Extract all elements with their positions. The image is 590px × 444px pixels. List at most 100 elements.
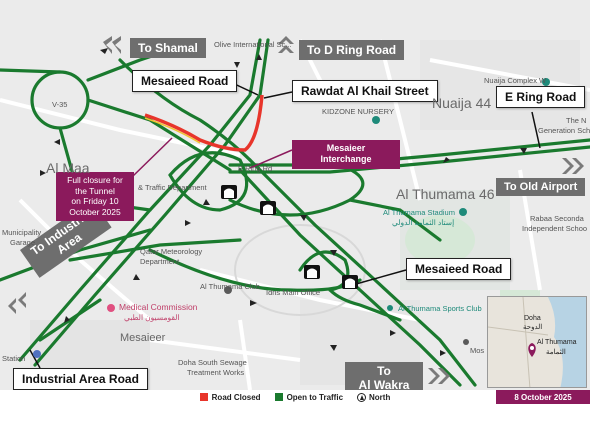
medical-label: Medical Commission — [119, 302, 198, 312]
traffic-dept-label: & Traffic Department — [138, 183, 207, 192]
closed-road-edge — [144, 117, 201, 144]
chevron-icon — [18, 292, 26, 308]
to-al-wakra-line2: Al Wakra — [358, 378, 410, 393]
inset-sea — [548, 297, 586, 387]
pointer-e-ring — [531, 111, 541, 149]
chevron-icon — [112, 36, 121, 54]
sports-pin-icon — [387, 305, 393, 311]
date-bar: 8 October 2025 — [496, 390, 590, 404]
medical-pin-icon — [107, 304, 115, 312]
thumama-club-label: Al Thumama Club — [200, 282, 260, 291]
arrow-icon — [100, 48, 108, 54]
club-pin-icon — [224, 286, 232, 294]
pointer-interchange — [249, 149, 293, 169]
mesaieed-road-sw-2 — [33, 38, 270, 367]
v35-label: V-35 — [52, 100, 68, 109]
inset-svg — [488, 297, 586, 387]
inset-thumama-ar: الثمامة — [546, 349, 566, 356]
pointer-lines — [29, 79, 541, 369]
stadium-ar-label: إستاد الثمامة الدولي — [392, 218, 455, 227]
arrow-icon — [330, 345, 337, 351]
municipality-line2: Garage — [10, 238, 36, 247]
olive-label: Olive International Sc... — [214, 40, 292, 49]
chevron-icon — [278, 45, 294, 53]
chevrons — [8, 36, 584, 384]
tunnel-icon — [342, 275, 358, 289]
chevron-icon — [278, 36, 294, 44]
street-1 — [0, 98, 241, 157]
legend-closed: Road Closed — [199, 392, 261, 402]
tunnel-icon — [260, 201, 276, 215]
nuaija-complex-label: Nuaija Complex W — [484, 76, 547, 85]
rawdat-callout: Rawdat Al Khail Street — [292, 80, 438, 102]
generation-label: Generation School — [538, 126, 590, 135]
inset-road — [522, 297, 531, 387]
arrow-icon — [64, 316, 70, 323]
chevron-icon — [562, 158, 574, 174]
chevron-icon — [103, 36, 112, 54]
tunnel-icon — [304, 265, 320, 279]
to-shamal-box: To Shamal — [130, 38, 206, 58]
the-n-label: The N — [566, 116, 587, 125]
arrow-icon — [440, 350, 446, 356]
school-pin-icon — [372, 116, 380, 124]
arrow-icon — [40, 170, 46, 176]
closure-line1: Full closure for the Tunnel — [67, 175, 123, 196]
to-d-ring-box: To D Ring Road — [299, 40, 405, 60]
sports-club-label: Al Thumama Sports Club — [398, 304, 482, 313]
west-link — [68, 238, 242, 262]
arrow-icon — [185, 220, 191, 226]
stadium-pin-icon — [459, 208, 467, 216]
interchange-line1: Mesaieer — [326, 143, 366, 153]
e-ring-callout: E Ring Road — [496, 86, 586, 108]
legend-closed-label: Road Closed — [211, 392, 261, 402]
meteorology-line2: Department — [140, 257, 180, 266]
chevron-icon — [572, 158, 584, 174]
rabaa-line1: Rabaa Seconda — [530, 214, 584, 223]
al-maa-label: Al Maa — [46, 160, 90, 176]
legend-north-label: North — [369, 392, 391, 402]
mesaieed-road-right-callout: Mesaieed Road — [406, 258, 512, 280]
open-swatch-icon — [274, 393, 283, 401]
arrow-icon — [330, 250, 337, 256]
street-8 — [149, 338, 301, 362]
legend: Road Closed Open to Traffic North — [0, 390, 590, 404]
school-pin-icon — [542, 78, 550, 86]
inset-thumama: Al Thumama — [537, 339, 577, 346]
north-arrow-icon — [357, 392, 367, 402]
industrial-area-road-callout: Industrial Area Road — [13, 368, 148, 390]
east-connector — [348, 198, 442, 242]
street-3 — [429, 58, 590, 92]
legend-open: Open to Traffic — [274, 393, 343, 402]
tunnel-loop — [298, 250, 350, 292]
inset-doha-ar: الدوحة — [523, 324, 543, 331]
to-old-airport-box: To Old Airport — [496, 178, 586, 196]
chevron-icon — [428, 368, 440, 384]
street-2 — [378, 39, 422, 201]
meteorology-line1: Qatar Meteorology — [140, 247, 203, 256]
medical-ar-label: القومسيون الطبي — [124, 313, 180, 322]
municipality-line1: Municipality — [2, 228, 42, 237]
sewage-line1: Doha South Sewage — [178, 358, 247, 367]
arrow-icon — [390, 330, 396, 336]
central-loop-1 — [168, 151, 249, 212]
mos-label: Mos — [470, 346, 485, 355]
arrow-icon — [300, 215, 307, 221]
kidzone-label: KIDZONE NURSERY — [322, 107, 394, 116]
nw-link-1 — [0, 68, 62, 74]
arrow-icon — [133, 274, 140, 280]
industrial-link — [0, 228, 152, 282]
interchange-line2: Interchange — [320, 154, 372, 165]
tunnel-icons — [221, 185, 358, 289]
arrow-icon — [256, 54, 262, 60]
pointer-closure — [131, 137, 173, 178]
stadium-label: Al Thumama Stadium — [383, 208, 455, 217]
sewage-line2: Treatment Works — [187, 368, 245, 377]
closure-notice: Full closure for the Tunnel on Friday 10… — [56, 172, 134, 221]
pointer-rawdat — [263, 91, 293, 99]
arrow-icon — [443, 157, 450, 163]
interchange-notice: Mesaieer Interchange — [292, 140, 400, 169]
nuaija44-label: Nuaija 44 — [432, 95, 492, 111]
arrow-icon — [234, 62, 240, 68]
